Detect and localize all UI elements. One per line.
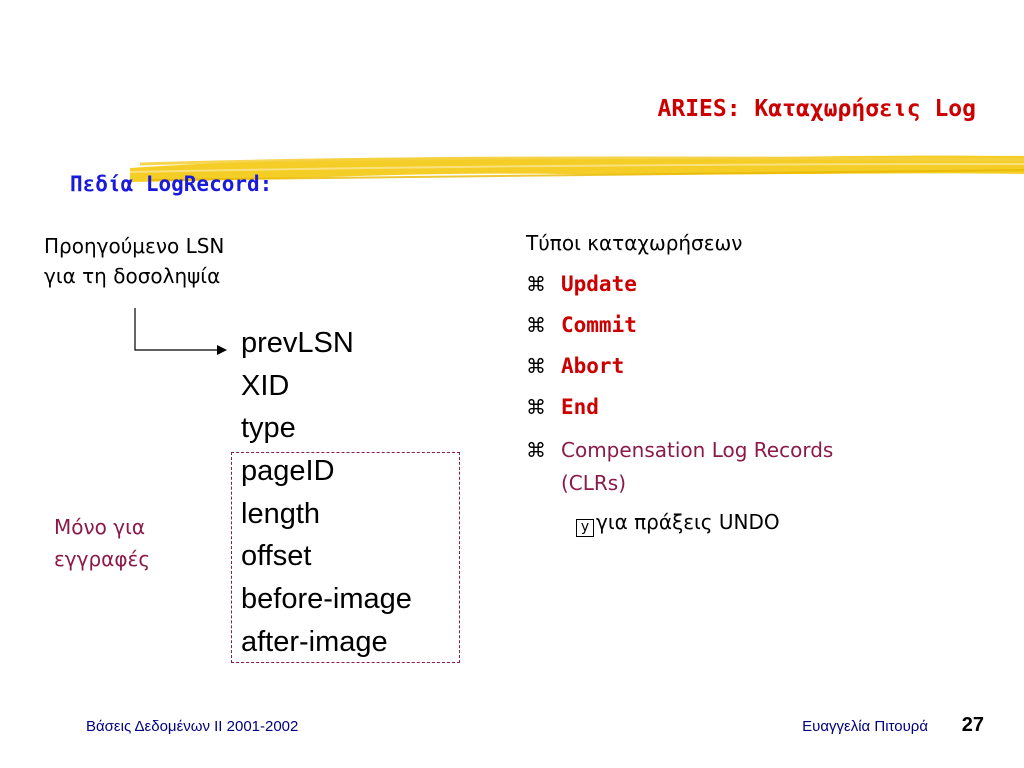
highlighter-stroke [130, 155, 1024, 182]
record-type-item: ⌘ End [526, 391, 599, 424]
section-subtitle: Πεδία LogRecord: [70, 172, 273, 196]
clr-item-line: Compensation Log Records [561, 438, 834, 462]
field-item: pageID [241, 455, 335, 488]
record-type-label: Update [561, 272, 637, 296]
sub-bullet-icon: y [576, 519, 594, 537]
prev-lsn-caption-line: Προηγούμενο LSN [44, 234, 225, 258]
record-type-label: Abort [561, 354, 625, 378]
arrow-icon [134, 308, 227, 355]
record-type-item: ⌘ Abort [526, 350, 624, 383]
field-item: prevLSN [241, 327, 354, 359]
record-type-item: ⌘ Commit [526, 309, 637, 342]
page-number: 27 [961, 714, 984, 736]
field-item: length [241, 497, 321, 530]
footer-author: Ευαγγελία Πιτουρά [802, 718, 928, 735]
undo-note-text: για πράξεις UNDO [596, 510, 780, 534]
slide-title: ARIES: Καταχωρήσεις Log [657, 96, 977, 122]
prev-lsn-caption: Προηγούμενο LSN για τη δοσοληψία [44, 231, 224, 291]
field-item: type [241, 412, 296, 445]
record-types-heading: Τύποι καταχωρήσεων [526, 231, 743, 255]
bullet-icon: ⌘ [526, 272, 546, 296]
footer-course: Βάσεις Δεδομένων ΙΙ 2001-2002 [86, 718, 299, 735]
record-type-item: ⌘ Update [526, 268, 637, 301]
clr-item: Compensation Log Records (CLRs) [561, 434, 833, 500]
writes-only-note: Μόνο για εγγραφές [54, 511, 150, 575]
bullet-icon: ⌘ [526, 313, 546, 337]
bullet-icon: ⌘ [526, 395, 546, 419]
clr-item-line: (CLRs) [561, 471, 627, 495]
record-type-label: Commit [561, 313, 637, 337]
record-type-label: End [561, 395, 599, 419]
bullet-icon: ⌘ [526, 354, 546, 378]
writes-only-note-line: εγγραφές [54, 547, 151, 571]
writes-only-box [231, 452, 460, 663]
writes-only-note-line: Μόνο για [54, 515, 146, 539]
field-item: after-image [241, 625, 388, 658]
field-item: XID [241, 369, 290, 402]
logrecord-fields: prevLSN XID type pageID length offset be… [241, 322, 412, 664]
bullet-icon: ⌘ [526, 438, 546, 462]
field-item: offset [241, 540, 312, 573]
field-item: before-image [241, 583, 412, 616]
prev-lsn-caption-line: για τη δοσοληψία [44, 264, 221, 288]
